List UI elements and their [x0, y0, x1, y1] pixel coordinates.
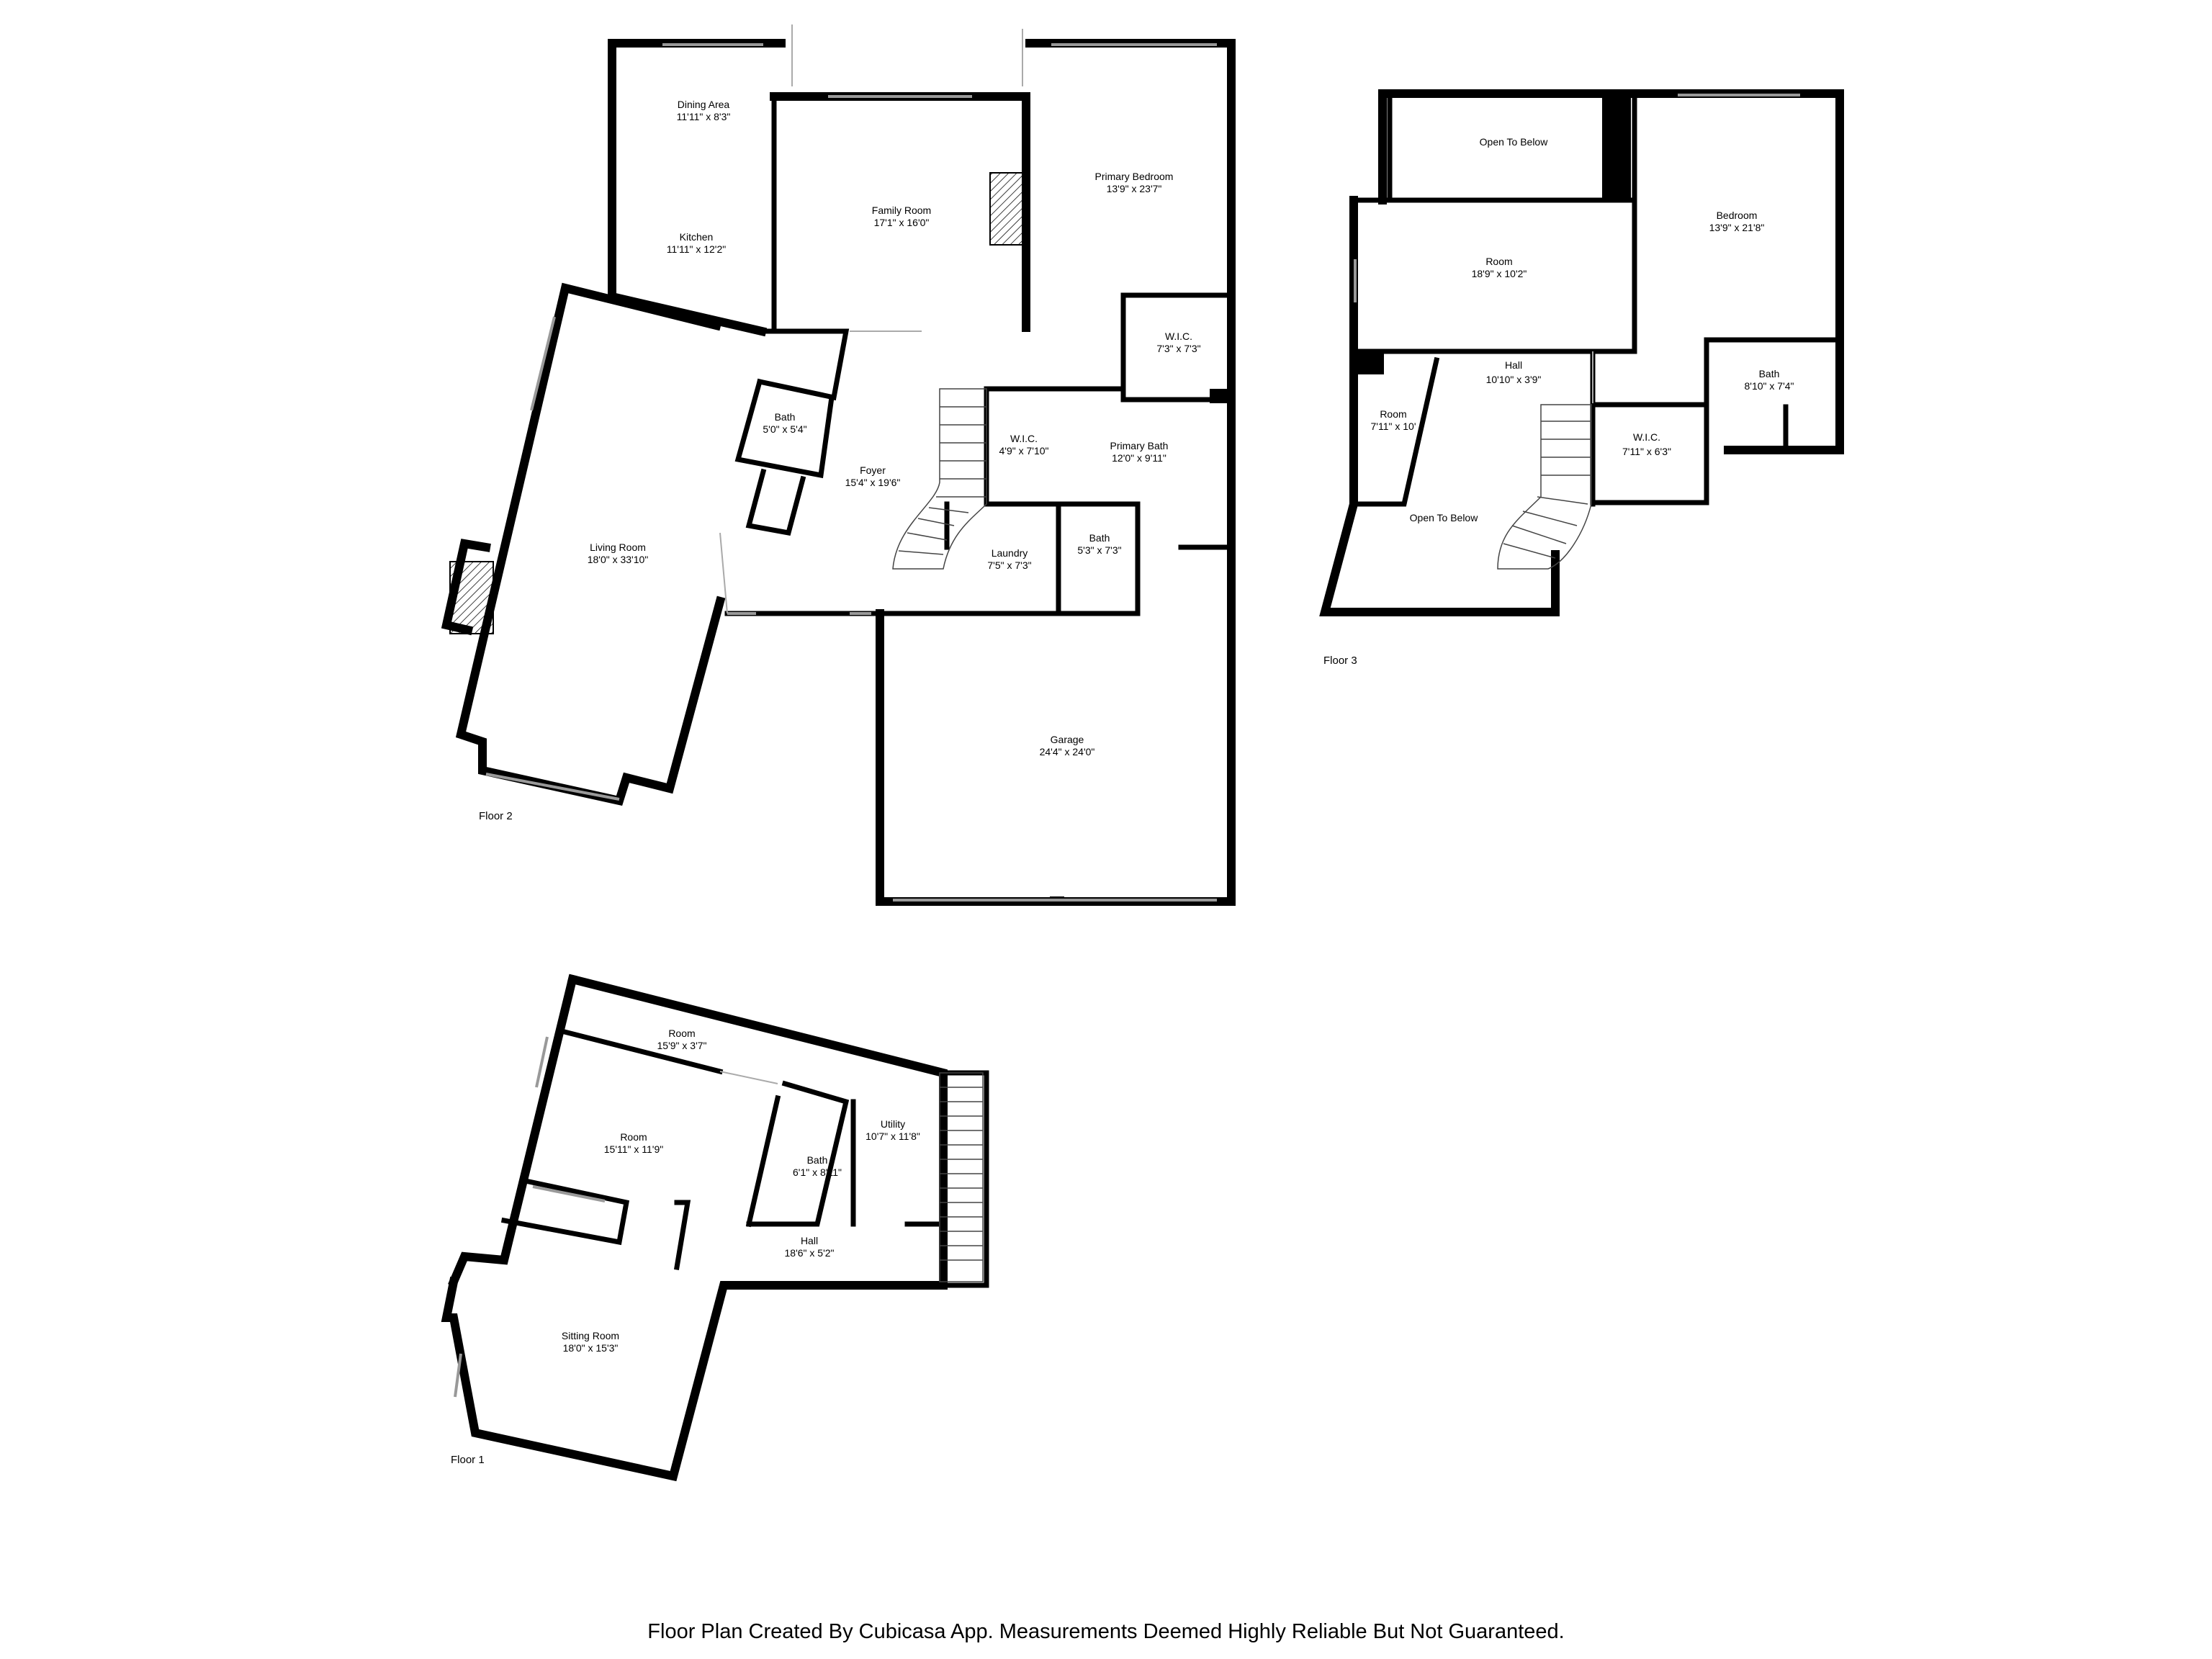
room-living-room-size: 18'0" x 33'10"	[588, 554, 649, 565]
room-room-f3-name: Room	[1485, 256, 1512, 267]
room-small-room-f3-name: Room	[1380, 408, 1406, 420]
room-utility-size: 10'7" x 11'8"	[866, 1130, 920, 1142]
room-sitting-room-size: 18'0" x 15'3"	[563, 1342, 619, 1354]
room-wic-2-name: W.I.C.	[1010, 433, 1038, 444]
room-room-f1-size: 15'11" x 11'9"	[604, 1143, 664, 1155]
room-wic-1-size: 7'3" x 7'3"	[1156, 343, 1200, 354]
floor-3-plan	[1319, 89, 1844, 616]
room-bath-f3-name: Bath	[1759, 368, 1780, 379]
room-bath-2-name: Bath	[1089, 532, 1110, 544]
room-primary-bedroom-size: 13'9" x 23'7"	[1107, 183, 1162, 194]
room-primary-bath-name: Primary Bath	[1110, 440, 1169, 451]
room-primary-bath-size: 12'0" x 9'11"	[1112, 452, 1166, 464]
room-dining-area-name: Dining Area	[678, 99, 730, 110]
room-open-to-below-1-name: Open To Below	[1480, 136, 1549, 148]
room-kitchen-size: 11'11" x 12'2"	[667, 243, 727, 255]
room-bath-f1-size: 6'1" x 8'11"	[793, 1166, 842, 1178]
room-room-f1-small-name: Room	[668, 1028, 695, 1039]
room-hall-f1-name: Hall	[801, 1235, 818, 1246]
disclaimer-text: Floor Plan Created By Cubicasa App. Meas…	[647, 1620, 1565, 1643]
floor-1-plan	[441, 974, 989, 1482]
room-wic-2-size: 4'9" x 7'10"	[999, 445, 1049, 457]
room-sitting-room-name: Sitting Room	[562, 1330, 619, 1341]
room-bath-1-name: Bath	[775, 411, 796, 423]
room-bedroom-name: Bedroom	[1717, 210, 1758, 221]
floor-2-label: Floor 2	[479, 810, 513, 822]
room-room-f1-small-size: 15'9" x 3'7"	[657, 1040, 707, 1051]
room-dining-area-size: 11'11" x 8'3"	[677, 111, 731, 122]
room-room-f3-size: 18'9" x 10'2"	[1472, 268, 1527, 279]
room-bedroom-size: 13'9" x 21'8"	[1709, 222, 1765, 233]
room-family-room-name: Family Room	[872, 204, 931, 216]
room-hall-f3-size: 10'10" x 3'9"	[1486, 374, 1542, 385]
floor-2-plan	[441, 24, 1236, 906]
floor-3-label: Floor 3	[1323, 655, 1357, 667]
floor-1-label: Floor 1	[451, 1454, 485, 1466]
room-bath-f3-size: 8'10" x 7'4"	[1745, 380, 1794, 392]
room-living-room-name: Living Room	[590, 541, 646, 553]
room-foyer-size: 15'4" x 19'6"	[845, 477, 901, 488]
room-utility-name: Utility	[881, 1118, 905, 1130]
room-wic-f3-size: 7'11" x 6'3"	[1622, 446, 1671, 457]
room-family-room-size: 17'1" x 16'0"	[874, 217, 930, 228]
room-bath-f1-name: Bath	[807, 1154, 828, 1166]
room-bath-1-size: 5'0" x 5'4"	[763, 423, 806, 435]
room-hall-f3-name: Hall	[1505, 359, 1522, 371]
room-small-room-f3-size: 7'11" x 10'	[1371, 421, 1416, 432]
room-garage-size: 24'4" x 24'0"	[1040, 746, 1095, 757]
room-wic-f3-name: W.I.C.	[1633, 431, 1660, 443]
room-open-to-below-2-name: Open To Below	[1410, 512, 1479, 523]
room-foyer-name: Foyer	[860, 464, 886, 476]
room-kitchen-name: Kitchen	[680, 231, 714, 243]
room-hall-f1-size: 18'6" x 5'2"	[785, 1247, 835, 1259]
room-bath-2-size: 5'3" x 7'3"	[1077, 544, 1121, 556]
room-garage-name: Garage	[1051, 734, 1084, 745]
room-laundry-name: Laundry	[992, 547, 1028, 559]
room-laundry-size: 7'5" x 7'3"	[987, 559, 1031, 571]
room-wic-1-name: W.I.C.	[1165, 331, 1192, 342]
room-room-f1-name: Room	[620, 1131, 647, 1143]
room-primary-bedroom-name: Primary Bedroom	[1095, 171, 1174, 182]
